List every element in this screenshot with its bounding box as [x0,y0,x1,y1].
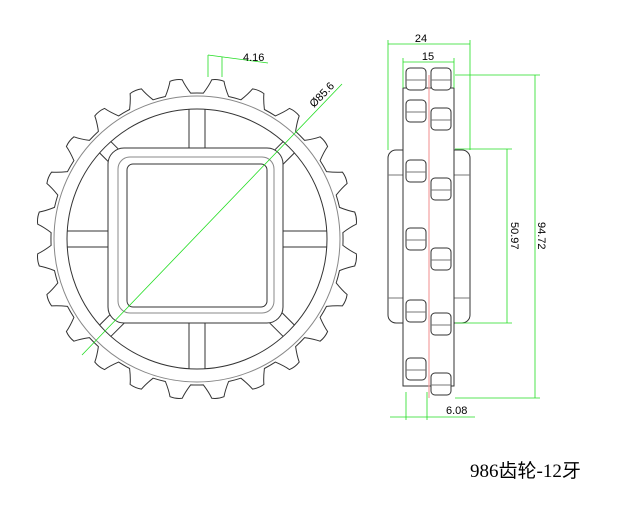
side-tooth [405,99,427,123]
hub-outer-square [107,147,284,324]
side-tooth [430,177,452,201]
side-dimensions [387,40,540,420]
diameter-line [81,83,343,356]
ring-inner-edge [66,108,328,370]
side-teeth [405,67,452,396]
side-tooth [405,299,427,323]
side-tooth [430,67,452,91]
side-tooth [405,67,427,91]
side-tooth [430,107,452,131]
tooth-width-label: 4.16 [243,52,264,64]
hub-height-label: 50.97 [508,222,520,250]
overall-width-label: 24 [415,33,427,45]
sprocket-side-view [387,67,471,398]
ring-outer-edge [53,95,341,383]
side-tooth [430,312,452,336]
offset-label: 6.08 [446,405,467,417]
side-tooth [430,247,452,271]
outer-height-label: 94.72 [535,222,547,250]
front-dimensions [81,54,343,356]
diameter-label: Ø85.6 [308,80,337,110]
hub-bore-square [126,163,268,308]
side-tooth [405,227,427,251]
hub-middle-square [117,156,275,314]
side-tooth [405,357,427,381]
drawing-title: 986齿轮-12牙 [470,461,581,482]
side-tooth [430,372,452,396]
side-tooth [405,159,427,183]
sprocket-front-view [37,79,357,399]
disk-width-label: 15 [422,51,434,63]
